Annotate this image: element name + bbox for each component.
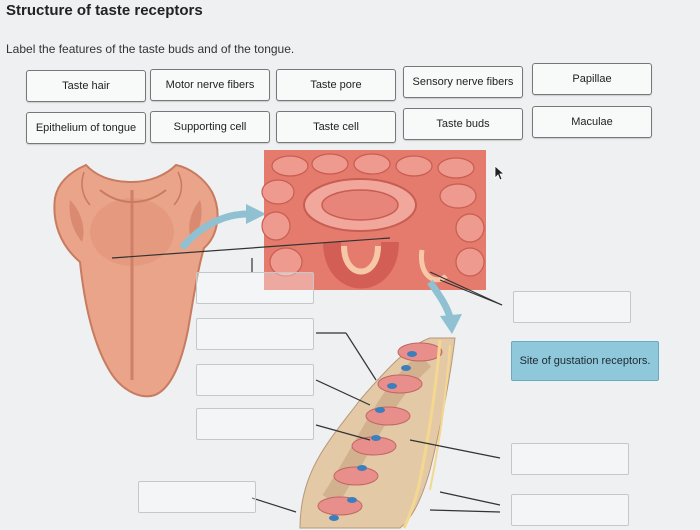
label-taste-pore[interactable]: Taste pore (276, 69, 396, 101)
label-maculae[interactable]: Maculae (532, 106, 652, 138)
drop-zone-6[interactable] (513, 291, 631, 323)
tongue-illustration (53, 163, 219, 398)
label-epithelium-of-tongue[interactable]: Epithelium of tongue (26, 112, 146, 144)
page-title: Structure of taste receptors (6, 2, 203, 19)
label-supporting-cell[interactable]: Supporting cell (150, 111, 270, 143)
curved-arrow-icon (179, 210, 249, 251)
down-arrow-icon (427, 279, 454, 319)
placed-label-site-of-gustation[interactable]: Site of gustation receptors. (511, 341, 659, 381)
cursor-arrow-icon (494, 165, 506, 181)
taste-bud-closeup (299, 337, 456, 529)
label-papillae[interactable]: Papillae (532, 63, 652, 95)
drop-zone-7[interactable] (511, 443, 629, 475)
label-taste-hair[interactable]: Taste hair (26, 70, 146, 102)
drop-zone-4[interactable] (196, 408, 314, 440)
label-sensory-nerve-fibers[interactable]: Sensory nerve fibers (403, 66, 523, 98)
instructions: Label the features of the taste buds and… (6, 42, 295, 56)
drop-zone-2[interactable] (196, 318, 314, 350)
papillae-closeup (261, 150, 486, 290)
drop-zone-3[interactable] (196, 364, 314, 396)
label-motor-nerve-fibers[interactable]: Motor nerve fibers (150, 69, 270, 101)
drop-zone-5[interactable] (138, 481, 256, 513)
drop-zone-8[interactable] (511, 494, 629, 526)
label-taste-cell[interactable]: Taste cell (276, 111, 396, 143)
drop-zone-1[interactable] (196, 272, 314, 304)
label-taste-buds[interactable]: Taste buds (403, 108, 523, 140)
